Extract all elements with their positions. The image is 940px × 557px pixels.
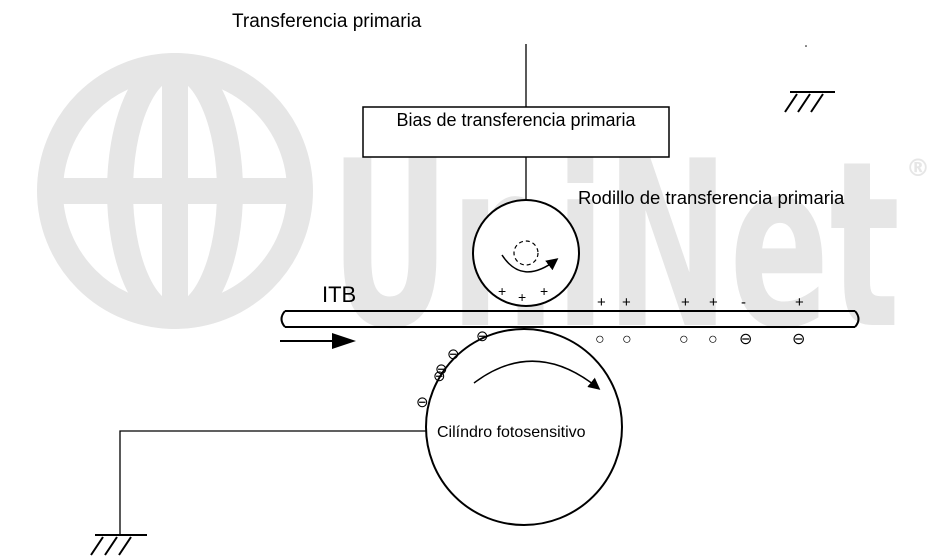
photosensitive-drum: Cilíndro fotosensitivo (425, 328, 623, 526)
belt-bottom-charge-2: ○ (622, 331, 632, 348)
drum-charge-3: ⊖ (435, 361, 448, 378)
belt-bottom-charge-4: ○ (708, 331, 718, 348)
roller-charge-1: + (498, 283, 506, 299)
primary-transfer-roller (472, 199, 580, 307)
roller-charges: + + + (498, 283, 548, 305)
ground-symbol-top-icon (784, 91, 835, 113)
belt-top-charge-1: + (597, 294, 606, 311)
diagram-title: Transferencia primaria (232, 11, 422, 32)
belt-top-charge-2: + (622, 294, 631, 311)
drum-ground-wire (119, 430, 427, 535)
drum-charge-5: ⊖ (416, 394, 429, 411)
belt-top-charges: + + + + - + (597, 294, 804, 311)
itb-belt (280, 310, 860, 328)
stray-dot (805, 45, 807, 47)
belt-bottom-charge-3: ○ (679, 331, 689, 348)
ground-symbol-bottom-icon (90, 534, 147, 556)
drum-charge-4: ⊖ (433, 368, 446, 385)
belt-bottom-charge-1: ○ (595, 331, 605, 348)
drum-charge-1: ⊖ (476, 328, 489, 345)
drum-charges: ⊖ ⊖ ⊖ ⊖ ⊖ (416, 328, 489, 411)
itb-label: ITB (322, 282, 356, 307)
belt-top-charge-6: + (795, 294, 804, 311)
belt-bottom-charge-6: ⊖ (792, 331, 805, 348)
roller-charge-3: + (540, 283, 548, 299)
feed-direction-arrow-icon (280, 333, 356, 349)
drum-label: Cilíndro fotosensitivo (437, 424, 586, 441)
bias-box-label: Bias de transferencia primaria (396, 110, 636, 130)
roller-rotation-arrow-icon (501, 254, 559, 273)
belt-bottom-charges: ○ ○ ○ ○ ⊖ ⊖ (595, 331, 805, 348)
belt-bottom-charge-5: ⊖ (739, 331, 752, 348)
belt-top-charge-5: - (741, 294, 746, 311)
globe-logo-icon (37, 53, 313, 329)
watermark-registered-mark: ® (906, 154, 930, 182)
drum-charge-2: ⊖ (447, 346, 460, 363)
belt-top-charge-3: + (681, 294, 690, 311)
drum-rotation-arrow-icon (473, 360, 601, 390)
bias-box: Bias de transferencia primaria (362, 106, 670, 158)
roller-charge-2: + (518, 289, 526, 305)
roller-label: Rodillo de transferencia primaria (578, 187, 845, 208)
belt-top-charge-4: + (709, 294, 718, 311)
